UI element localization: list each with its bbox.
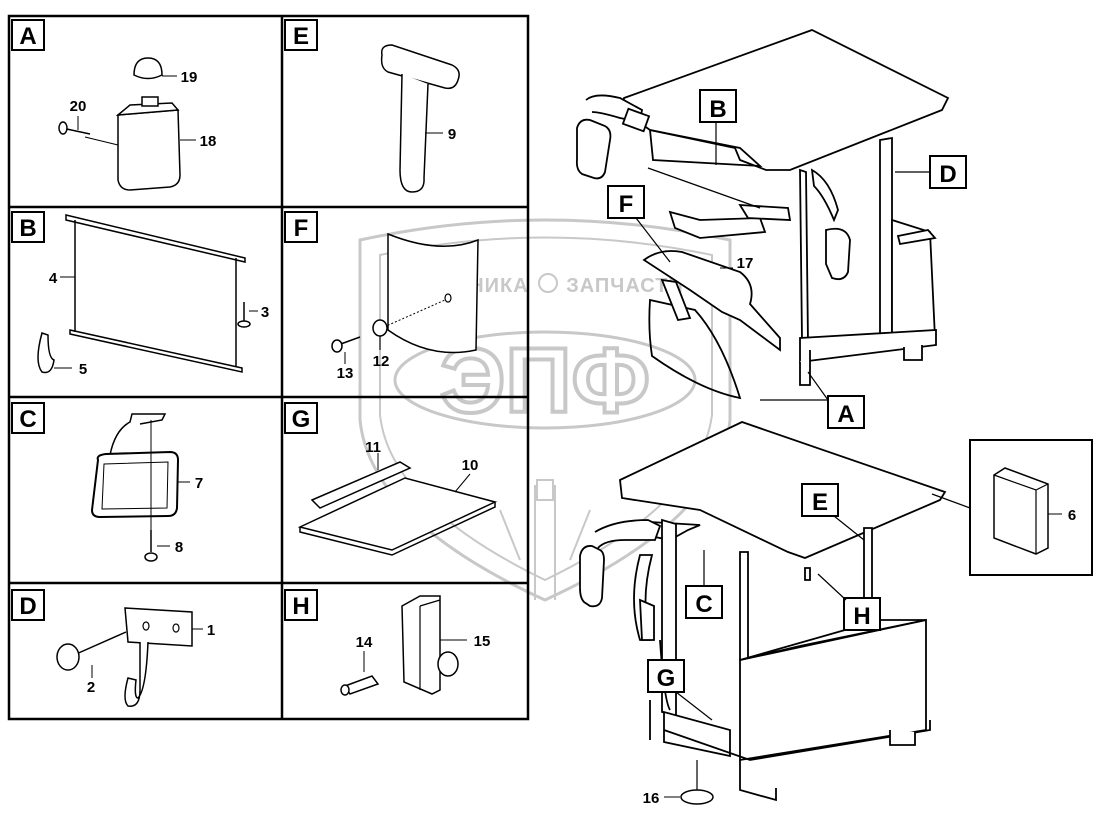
lower-mirror-icon: [579, 545, 605, 608]
hook-icon: [37, 332, 55, 374]
panel-g-letter: G: [292, 406, 311, 433]
callout-14: 14: [356, 634, 373, 651]
reservoir-icon: [115, 96, 181, 191]
screw-icon: [237, 302, 251, 328]
callout-18: 18: [200, 133, 217, 150]
callout-15: 15: [474, 633, 491, 650]
watermark-right-text: ЗАПЧАСТИ: [566, 275, 684, 297]
watermark-wheat-icon: [499, 479, 591, 600]
lower-cab-roof: [619, 421, 947, 559]
pad-icon: [993, 467, 1049, 555]
screw-icon: [331, 336, 361, 353]
latch-icon: [401, 595, 441, 695]
panel-b: B 4 3 5: [11, 211, 269, 378]
upper-label-f: F: [619, 191, 634, 218]
callout-2: 2: [87, 679, 95, 696]
trim-strip-icon: [310, 461, 412, 509]
callout-8: 8: [175, 539, 183, 556]
callout-4: 4: [49, 270, 58, 287]
panel-e: E 9: [284, 19, 460, 193]
callout-11: 11: [365, 439, 381, 456]
callout-7: 7: [195, 475, 203, 492]
lower-mirror-arm: [594, 519, 662, 549]
callout-16: 16: [643, 790, 660, 807]
panel-a-letter: A: [19, 23, 36, 50]
upper-cab: [575, 29, 950, 400]
callout-20: 20: [70, 98, 87, 115]
upper-label-d: D: [939, 161, 956, 188]
upper-cab-roof: [621, 29, 950, 171]
hook-icon: [124, 641, 149, 707]
panel-c-letter: C: [19, 406, 36, 433]
panel-g: G 11 10: [284, 402, 498, 556]
lower-label-e: E: [812, 489, 828, 516]
panel-grid: [7, 14, 530, 721]
panel-f: F 13 12: [284, 211, 479, 382]
screw-icon: [144, 530, 158, 562]
mirror-arm-icon: [109, 413, 167, 456]
foot-pad-icon: [680, 789, 714, 805]
callout-5: 5: [79, 361, 87, 378]
callout-1: 1: [207, 622, 215, 639]
panel-c: C 7 8: [11, 402, 203, 562]
pin-icon: [340, 675, 380, 696]
upper-cab-pillar: [879, 136, 893, 346]
panel-h-letter: H: [292, 593, 309, 620]
panel-d-letter: D: [19, 593, 36, 620]
washer-icon: [372, 319, 388, 337]
panel-h: H 14 15: [284, 589, 491, 696]
bracket-icon: [124, 607, 193, 647]
upper-cab-floor: [799, 329, 937, 364]
callout-17: 17: [737, 255, 754, 272]
callout-9: 9: [448, 126, 456, 143]
upper-label-a: A: [837, 401, 854, 428]
cap-icon: [133, 57, 163, 80]
panel-b-letter: B: [19, 215, 36, 242]
screw-icon: [56, 631, 127, 671]
panel-f-letter: F: [294, 215, 309, 242]
hammer-icon: [380, 44, 460, 193]
lower-label-h: H: [853, 603, 870, 630]
sun-visor-icon: [65, 214, 246, 373]
inset-item-6: [931, 439, 1093, 576]
panel-a: A 19 20 18: [11, 19, 217, 191]
upper-mirror-icon: [575, 118, 612, 180]
callout-6: 6: [1068, 507, 1076, 524]
bracket-plate-icon: [387, 232, 479, 354]
upper-label-b: B: [709, 96, 726, 123]
callout-13: 13: [337, 365, 354, 382]
lower-cab: [579, 421, 947, 802]
panel-e-letter: E: [293, 23, 309, 50]
upper-console-icon: [642, 250, 781, 352]
callout-19: 19: [181, 69, 198, 86]
panel-d: D 1 2: [11, 589, 215, 707]
mirror-icon: [90, 450, 180, 519]
lower-label-g: G: [657, 665, 676, 692]
callout-10: 10: [462, 457, 479, 474]
screw-icon: [58, 121, 91, 135]
lower-label-c: C: [695, 591, 712, 618]
upper-side-mirror-icon: [825, 227, 851, 281]
callout-3: 3: [261, 304, 269, 321]
callout-12: 12: [373, 353, 390, 370]
